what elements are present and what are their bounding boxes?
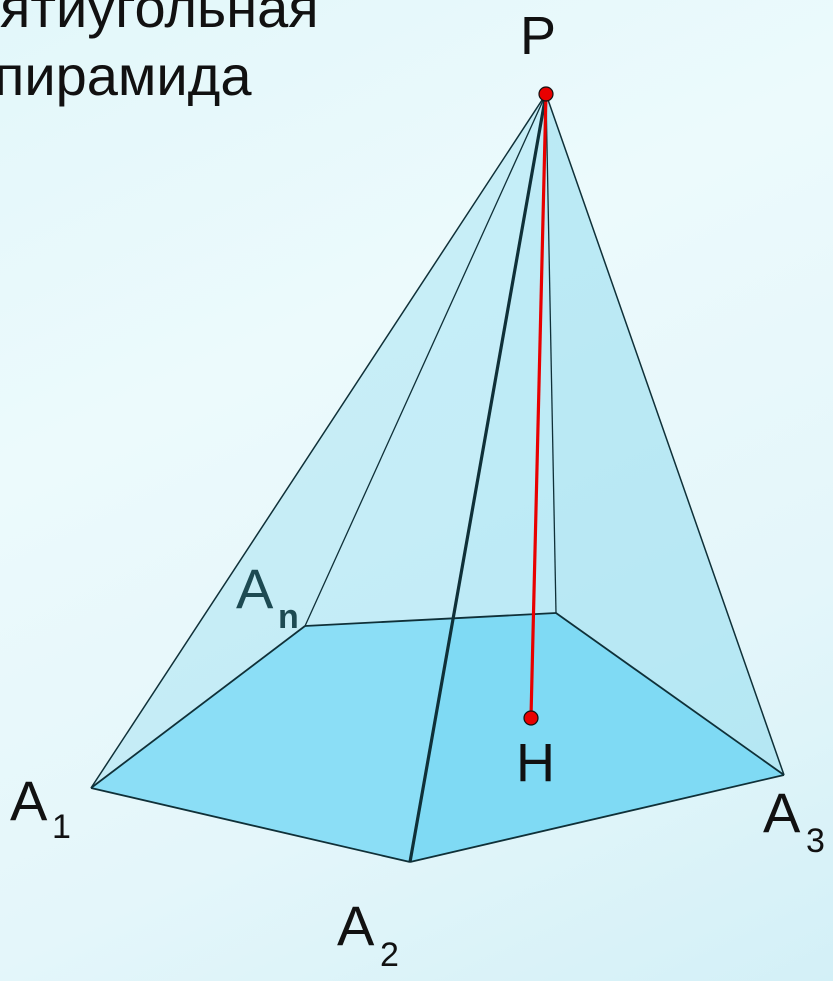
apex-label: P [520, 6, 556, 66]
edge-p-a4 [545, 93, 557, 614]
vertex-an-letter: A [236, 557, 274, 620]
vertex-a1-letter: A [10, 769, 48, 832]
vertex-a2-subscript: 2 [380, 936, 399, 974]
vertex-label-an: A n [236, 557, 299, 636]
edge-a4-an [304, 612, 557, 627]
title-line-1: ятиугольная [0, 0, 319, 39]
edge-a3-a4 [555, 612, 785, 776]
side-face-right [410, 94, 784, 862]
vertex-label-a1: A 1 [10, 769, 71, 846]
vertex-a3-subscript: 3 [806, 822, 825, 860]
edge-a1-a2 [90, 787, 411, 863]
vertex-a3-letter: A [763, 781, 801, 844]
vertex-label-a3: A 3 [763, 781, 825, 860]
title-line-2: пирамида [0, 44, 252, 107]
edge-an-a1 [90, 625, 306, 789]
foot-point [523, 710, 539, 726]
vertex-a1-subscript: 1 [52, 808, 71, 846]
height-line-ph [529, 93, 548, 718]
edge-p-an [304, 93, 547, 627]
edge-p-a3 [545, 93, 785, 776]
vertex-label-a2: A 2 [337, 894, 399, 974]
edge-p-a2 [408, 93, 548, 863]
vertex-an-subscript: n [278, 598, 299, 636]
side-face-left [91, 94, 546, 862]
edge-a2-a3 [409, 774, 785, 863]
vertex-a2-letter: A [337, 894, 375, 957]
edge-p-a1 [90, 93, 547, 789]
foot-label: H [516, 733, 555, 793]
apex-point [538, 86, 554, 102]
side-face-back [305, 94, 556, 626]
